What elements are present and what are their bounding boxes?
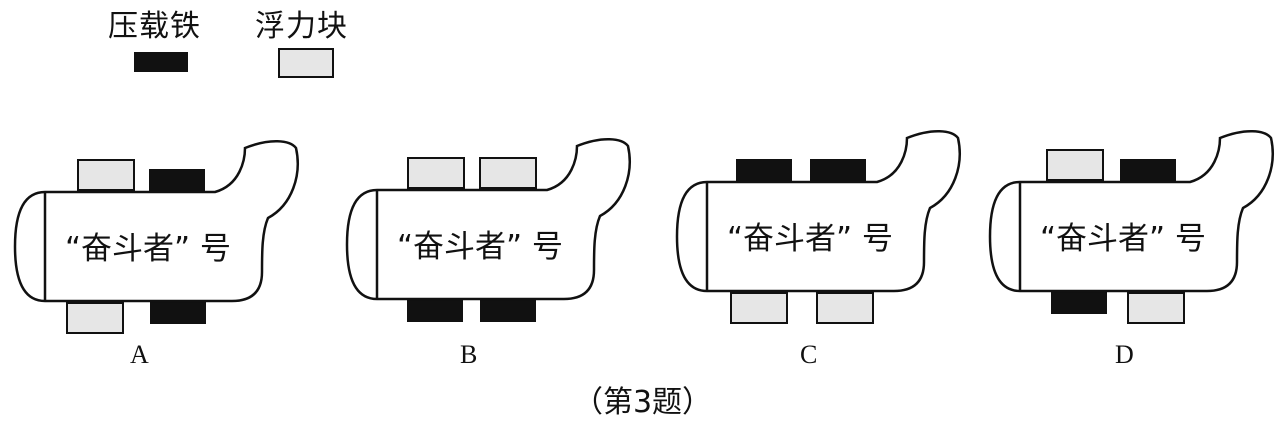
submarine-option-a: “奋斗者” 号	[13, 139, 299, 334]
submarine-hull	[988, 129, 1274, 293]
buoyancy-block	[77, 159, 135, 191]
option-label-c: C	[800, 340, 818, 369]
buoyancy-block	[816, 292, 874, 324]
legend-ballast-swatch	[134, 52, 188, 72]
submarine-hull	[13, 139, 299, 303]
buoyancy-block	[407, 157, 465, 189]
submarine-name-label: “奋斗者” 号	[1040, 221, 1206, 257]
buoyancy-block	[1046, 149, 1104, 181]
buoyancy-block	[66, 302, 124, 334]
submarine-option-b: “奋斗者” 号	[345, 137, 631, 322]
ballast-iron-block	[407, 300, 463, 322]
submarine-name-label: “奋斗者” 号	[727, 221, 893, 257]
submarine-option-c: “奋斗者” 号	[675, 129, 961, 324]
ballast-iron-block	[150, 302, 206, 324]
ballast-iron-block	[1051, 292, 1107, 314]
submarine-hull	[675, 129, 961, 293]
ballast-iron-block	[810, 159, 866, 181]
buoyancy-block	[1127, 292, 1185, 324]
ballast-iron-block	[149, 169, 205, 191]
legend-buoyancy-swatch	[278, 48, 334, 78]
legend-buoyancy-label: 浮力块	[255, 9, 348, 44]
figure-caption: （第3题）	[572, 385, 713, 420]
submarine-option-d: “奋斗者” 号	[988, 129, 1274, 324]
option-label-a: A	[130, 340, 149, 369]
submarine-name-label: “奋斗者” 号	[397, 229, 563, 265]
option-label-d: D	[1115, 340, 1134, 369]
buoyancy-block	[730, 292, 788, 324]
option-label-b: B	[460, 340, 478, 369]
ballast-iron-block	[1120, 159, 1176, 181]
buoyancy-block	[479, 157, 537, 189]
ballast-iron-block	[736, 159, 792, 181]
ballast-iron-block	[480, 300, 536, 322]
submarine-name-label: “奋斗者” 号	[65, 231, 231, 267]
legend-ballast-label: 压载铁	[108, 9, 201, 44]
